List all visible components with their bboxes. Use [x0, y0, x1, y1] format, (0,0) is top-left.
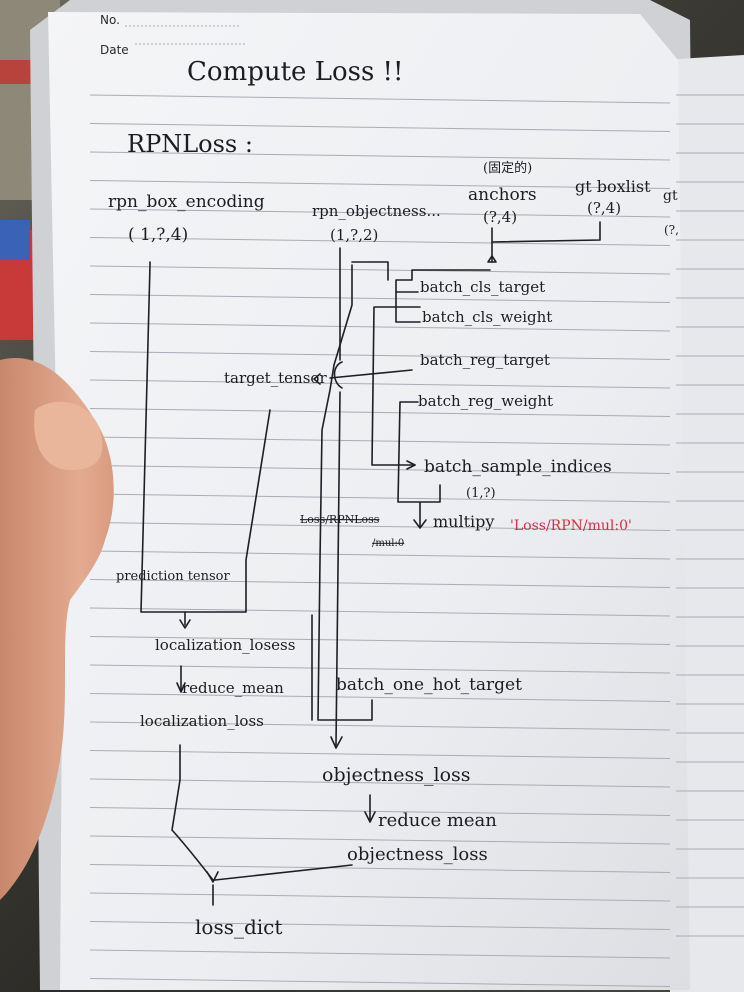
section-heading: RPNLoss : [127, 130, 253, 158]
multiply-label: multipy [433, 512, 494, 531]
localization-losses: localization_losess [155, 636, 295, 654]
ruled-line [89, 208, 671, 218]
notebook-page [48, 12, 690, 990]
ruled-line [89, 750, 671, 759]
ruled-line [89, 721, 671, 731]
loss-dict: loss_dict [195, 915, 282, 939]
multiply-scratch-label: Loss/RPNLoss [300, 513, 380, 526]
sample-shape: (1,?) [466, 486, 496, 501]
ruled-line [89, 465, 671, 474]
batch-cls-weight: batch_cls_weight [422, 308, 552, 326]
ruled-line [89, 550, 671, 560]
ruled-line [89, 408, 671, 417]
ruled-line [89, 864, 671, 873]
gt-boxlist: gt boxlist [575, 177, 651, 196]
ruled-line [89, 379, 671, 389]
ruled-line [89, 180, 671, 189]
date-label: Date [100, 43, 129, 57]
ruled-line [89, 123, 671, 132]
ruled-line [89, 351, 671, 360]
reduce-mean-1: reduce_mean [182, 679, 284, 697]
batch-reg-target: batch_reg_target [420, 351, 550, 369]
background-blue-object [0, 220, 30, 260]
ruled-line [89, 892, 671, 902]
ruled-line [89, 151, 671, 161]
anchors-shape: (?,4) [483, 208, 517, 226]
gt-partial: gt [663, 188, 678, 204]
ruled-line [89, 94, 671, 104]
ruled-line [89, 921, 671, 930]
ruled-line [89, 693, 671, 702]
ruled-line [89, 436, 671, 446]
rpn-box-encoding-shape: ( 1,?,4) [128, 225, 188, 245]
flow-lines [140, 221, 601, 906]
prediction-tensor: prediction tensor [116, 569, 230, 584]
ruled-line [89, 607, 671, 617]
ruled-line [89, 664, 671, 674]
right-page-ruled-lines [676, 94, 744, 937]
reduce-mean-2: reduce mean [378, 810, 497, 831]
rpn-objectness-shape: (1,?,2) [330, 226, 378, 244]
gt-boxlist-shape: (?,4) [587, 199, 621, 217]
batch-reg-weight: batch_reg_weight [418, 392, 553, 410]
anchors: anchors [468, 185, 537, 205]
rpn-box-encoding: rpn_box_encoding [108, 192, 265, 212]
ruled-line [89, 522, 671, 531]
multiply-scratch-sub: /mul:0 [372, 538, 404, 549]
ruled-line [89, 636, 671, 645]
rpn-objectness: rpn_objectness... [312, 202, 441, 220]
anchors-note: (固定的) [483, 160, 532, 176]
ruled-line [89, 294, 671, 303]
multiply-op-name: 'Loss/RPN/mul:0' [510, 518, 632, 534]
batch-cls-target: batch_cls_target [420, 278, 545, 296]
objectness-loss: objectness_loss [347, 844, 488, 865]
target-tensor: target_tensor [224, 369, 327, 387]
ruled-line [89, 807, 671, 816]
ruled-line [89, 265, 671, 275]
batch-sample-indices: batch_sample_indices [424, 457, 612, 477]
batch-one-hot-target: batch_one_hot_target [336, 675, 522, 695]
no-label: No. [100, 13, 120, 27]
ruled-lines [89, 94, 671, 987]
ruled-line [89, 835, 671, 845]
ruled-line [89, 237, 671, 246]
ruled-line [89, 778, 671, 788]
ruled-line [89, 322, 671, 332]
hand [0, 358, 114, 900]
ruled-line [89, 493, 671, 503]
ruled-line [89, 579, 671, 588]
localization-loss: localization_loss [140, 712, 264, 730]
page-title: Compute Loss !! [187, 57, 403, 87]
ruled-line [89, 949, 671, 959]
gt-partial-shape: (?, [664, 223, 679, 237]
objectness-losses: objectness_loss [322, 764, 471, 786]
ruled-line [89, 978, 671, 987]
thumbnail [34, 401, 103, 470]
